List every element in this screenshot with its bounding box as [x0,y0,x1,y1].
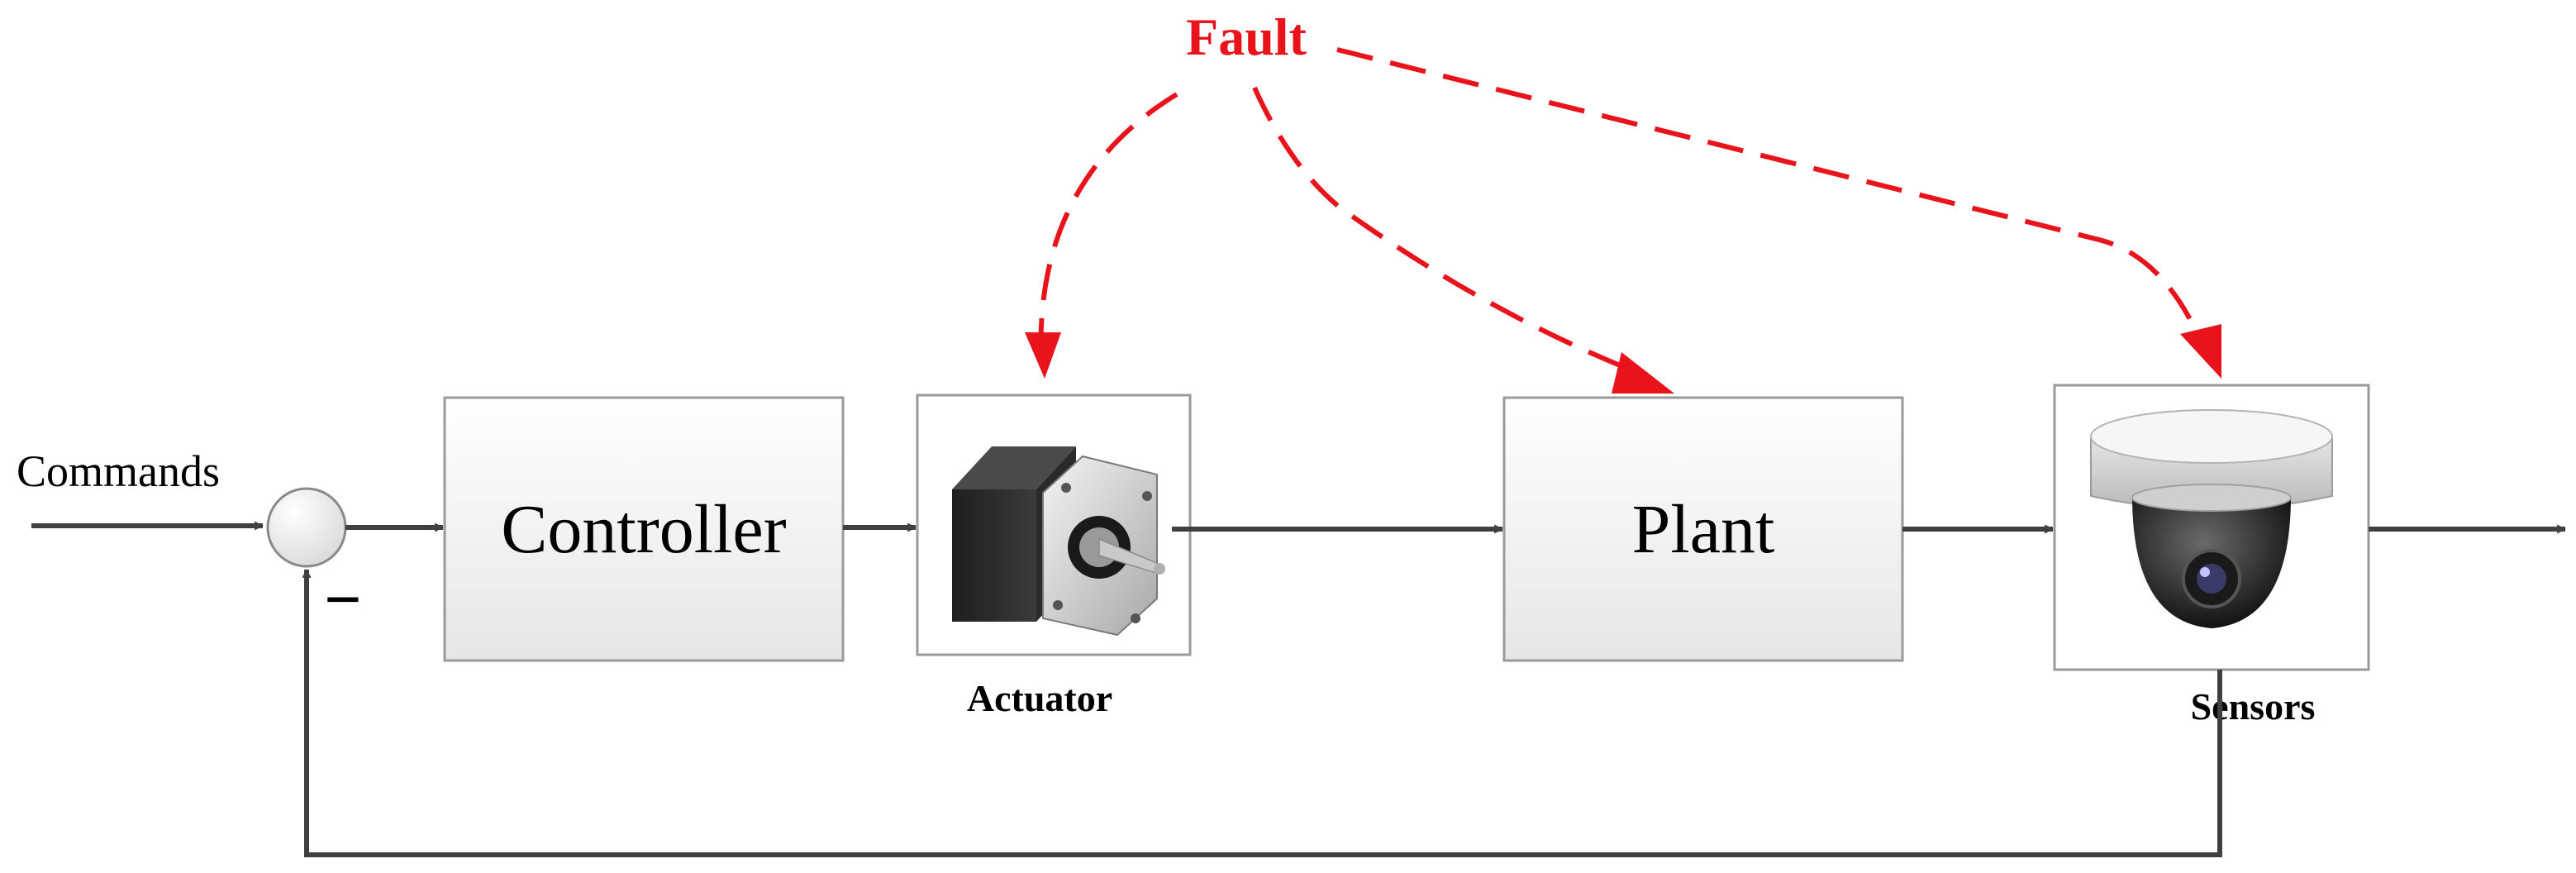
feedback-minus-sign: − [324,564,362,637]
fault-label: Fault [1186,7,1307,66]
controller-block [443,396,845,662]
plant-label: Plant [1632,491,1775,568]
fault-actuator-arrowhead [1025,332,1061,379]
fault-to-sensors-arrow [1336,47,2206,349]
feedback-path [302,568,2222,857]
fault-sensors-arrowhead [2180,324,2221,379]
sensors-caption: Sensors [2191,685,2316,728]
plant-block [1502,396,1904,662]
commands-label: Commands [17,446,220,496]
fault-plant-arrowhead [1612,352,1674,394]
fault-to-actuator-arrow [1038,92,1178,365]
summing-junction [266,487,347,568]
stepper-motor-icon [952,446,1165,637]
controller-label: Controller [501,491,786,568]
dome-camera-icon [2090,409,2333,628]
actuator-caption: Actuator [967,677,1112,719]
fault-to-plant-arrow [1252,86,1646,378]
